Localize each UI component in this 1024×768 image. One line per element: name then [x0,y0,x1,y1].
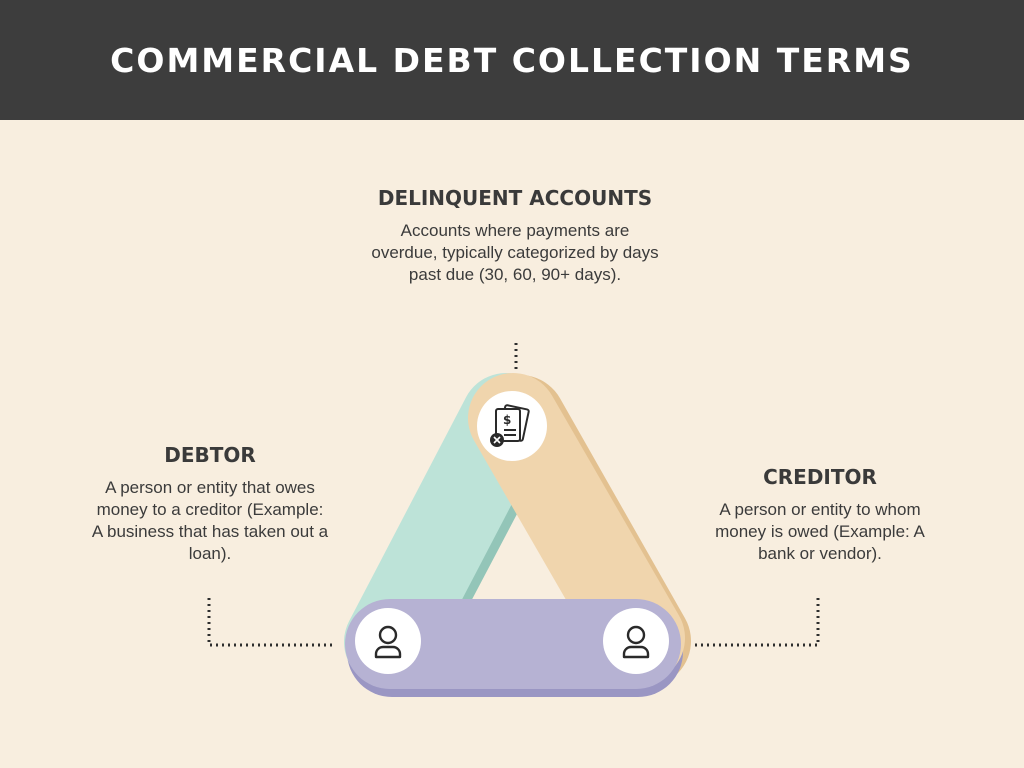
header-bar: COMMERCIAL DEBT COLLECTION TERMS [0,0,1024,120]
delinquent-accounts-description: Accounts where payments are overdue, typ… [371,221,659,284]
debtor-connector [207,598,336,647]
page-title: COMMERCIAL DEBT COLLECTION TERMS [110,40,914,80]
creditor-term: CREDITOR A person or entity to whom mone… [705,465,935,565]
creditor-description: A person or entity to whom money is owed… [715,500,925,563]
debtor-term: DEBTOR A person or entity that owes mone… [90,443,330,565]
debtor-person-icon [355,608,421,674]
creditor-connector [692,598,820,647]
invoice-overdue-icon: $ [477,391,547,461]
debtor-description: A person or entity that owes money to a … [91,478,329,563]
debtor-title: DEBTOR [164,443,256,467]
delinquent-accounts-title: DELINQUENT ACCOUNTS [377,186,653,210]
svg-text:$: $ [503,413,511,427]
delinquent-accounts-term: DELINQUENT ACCOUNTS Accounts where payme… [370,186,660,286]
creditor-title: CREDITOR [763,465,877,489]
creditor-person-icon [603,608,669,674]
